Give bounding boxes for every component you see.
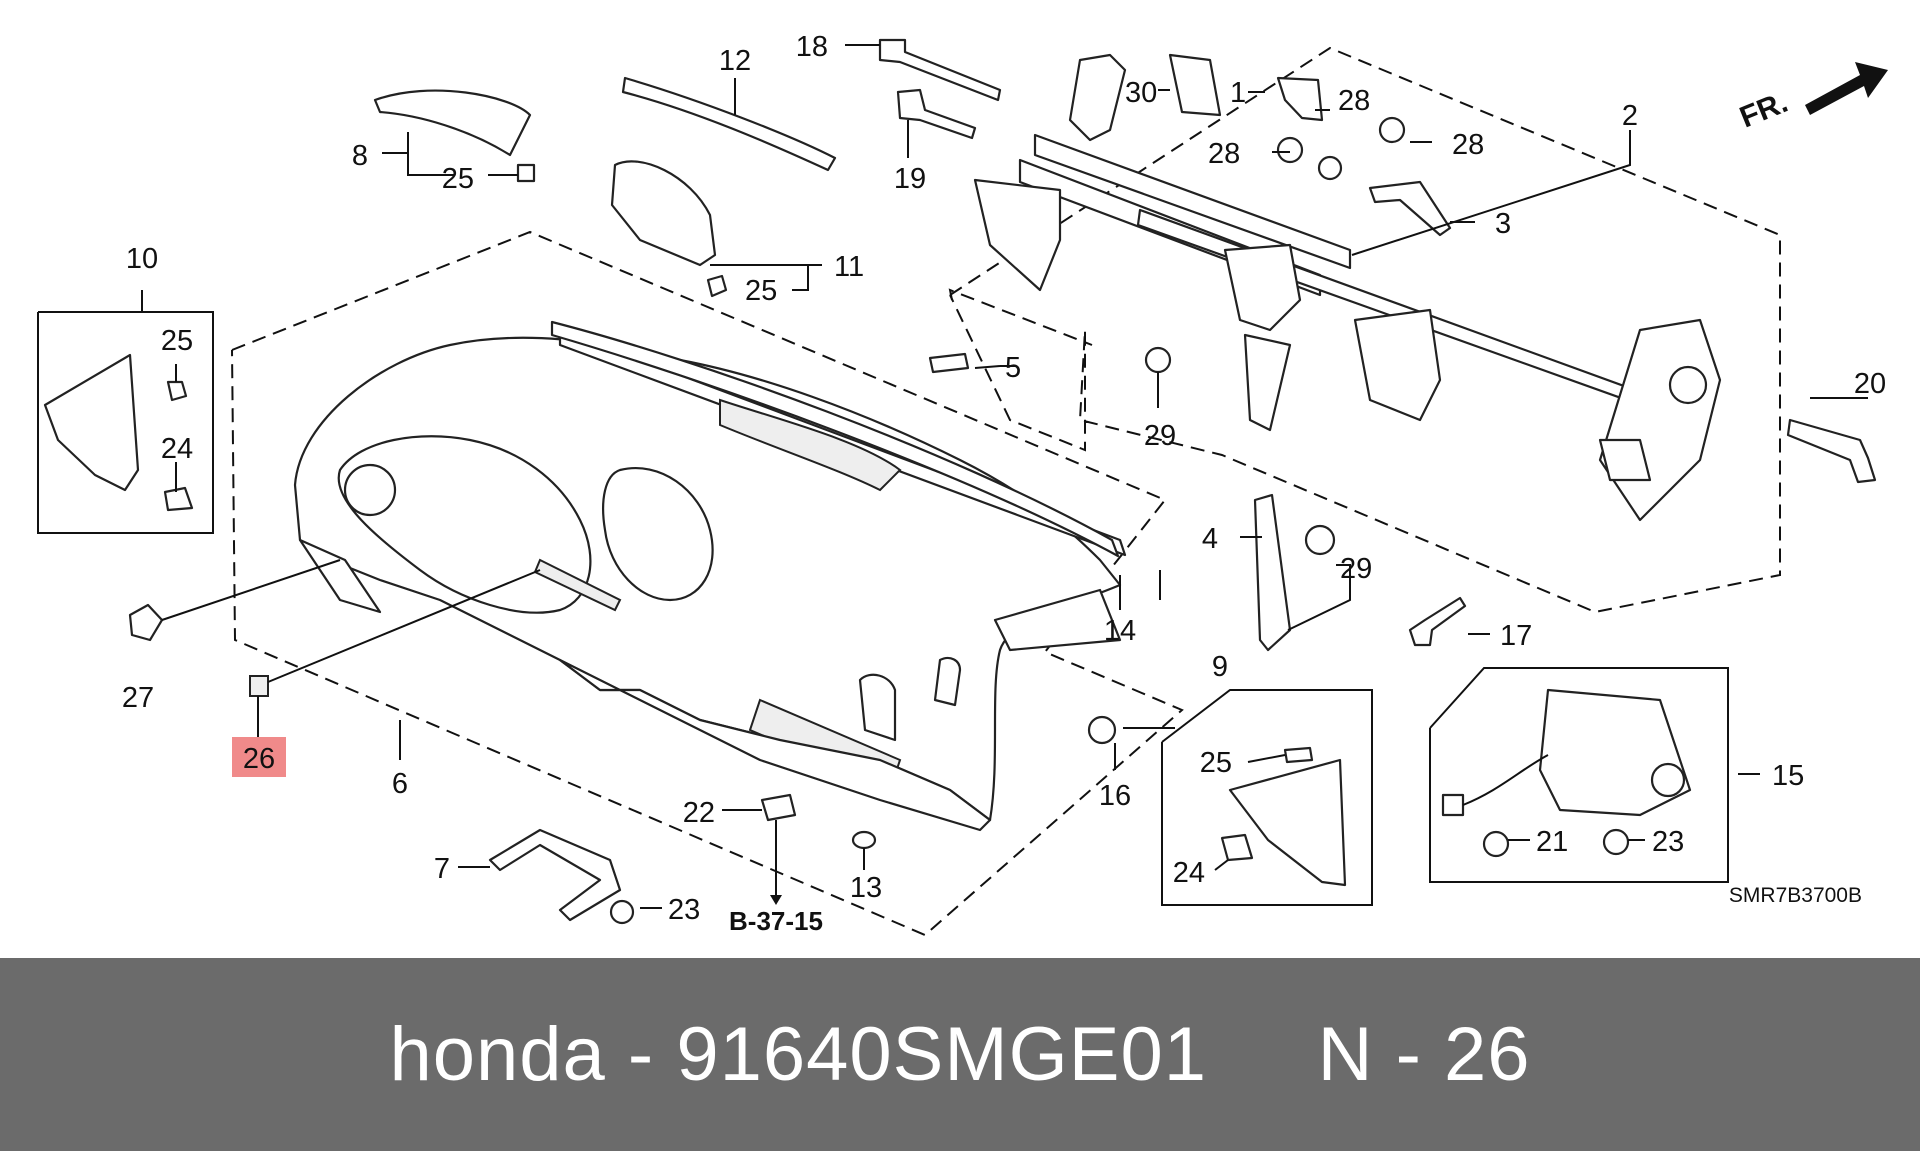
part-28-bolt-a <box>1276 136 1304 164</box>
dashboard-group-outline <box>231 230 1184 937</box>
beam-lower-outline <box>948 288 1093 346</box>
footer-title: honda - 91640SMGE01 N - 26 <box>389 1012 1531 1097</box>
callout-24-a: 24 <box>161 433 193 465</box>
callout-5: 5 <box>1005 352 1021 384</box>
callout-15: 15 <box>1772 760 1804 792</box>
beam-group-outline <box>949 46 1781 614</box>
callout-16: 16 <box>1099 780 1131 812</box>
callout-25-c: 25 <box>161 325 193 357</box>
callout-23-a: 23 <box>668 894 700 926</box>
part-28-bolt-b <box>1317 155 1343 181</box>
callout-14: 14 <box>1104 615 1136 647</box>
highlight-box <box>232 737 286 777</box>
part-15-airbag-connector <box>1650 762 1686 798</box>
callout-22: 22 <box>683 797 715 829</box>
part-1-bracket <box>1276 76 1324 122</box>
callout-13: 13 <box>850 872 882 904</box>
callout-25-d: 25 <box>1200 747 1232 779</box>
parts-diagram: FR. 18 12 8 25 11 25 19 30 1 28 28 28 2 … <box>37 31 1888 937</box>
callout-20: 20 <box>1854 368 1886 400</box>
callout-30: 30 <box>1125 77 1157 109</box>
callout-2: 2 <box>1622 100 1638 132</box>
callout-4: 4 <box>1202 523 1218 555</box>
part-13-nut <box>851 830 877 850</box>
callout-28-b: 28 <box>1208 138 1240 170</box>
callout-9: 9 <box>1212 651 1228 683</box>
callout-1: 1 <box>1230 77 1246 109</box>
callout-29-a: 29 <box>1144 420 1176 452</box>
callout-10: 10 <box>126 243 158 275</box>
part-23-nut-b <box>1602 828 1630 856</box>
part-29-bolt-a <box>1144 346 1172 374</box>
part-28-bolt-c <box>1378 116 1406 144</box>
defroster-strip <box>550 320 1120 558</box>
part-3-bracket <box>1368 180 1452 237</box>
callout-7: 7 <box>434 853 450 885</box>
part-24-clip-b <box>1220 833 1254 862</box>
callout-17: 17 <box>1500 620 1532 652</box>
callout-28-c: 28 <box>1452 129 1484 161</box>
part-30-bracket <box>1168 53 1222 117</box>
diagram-code: SMR7B3700B <box>1729 884 1862 907</box>
callout-11: 11 <box>834 251 864 283</box>
part-22-clip <box>760 793 797 822</box>
dashboard-panel <box>293 328 1127 832</box>
part-15-wire <box>1462 754 1549 806</box>
callout-27: 27 <box>122 682 154 714</box>
callout-12: 12 <box>719 45 751 77</box>
callout-3: 3 <box>1495 208 1511 240</box>
part-25-clip-b <box>706 274 728 298</box>
part-8-cover <box>373 89 532 157</box>
part-5-pin <box>928 352 970 374</box>
part-23-nut-a <box>609 899 635 925</box>
cross-beam-assembly <box>973 53 1722 522</box>
part-29-bolt-b <box>1304 524 1336 556</box>
airbag-15-outline <box>1429 667 1729 883</box>
callout-18: 18 <box>796 31 828 63</box>
part-21-bolt <box>1482 830 1510 858</box>
part-26-clip <box>249 675 269 697</box>
callout-21: 21 <box>1536 826 1568 858</box>
panel-9-outline <box>1161 689 1373 906</box>
panel-10-outline <box>37 311 214 534</box>
part-25-clip-c <box>166 380 188 402</box>
part-24-clip-a <box>163 486 194 512</box>
part-16-bolt <box>1087 715 1117 745</box>
part-15-plug <box>1441 793 1465 817</box>
footer-banner: honda - 91640SMGE01 N - 26 <box>0 958 1920 1151</box>
part-20-bolt <box>1786 418 1877 484</box>
part-17-bolt <box>1408 596 1467 647</box>
callout-28-a: 28 <box>1338 85 1370 117</box>
part-9-side-cover <box>1228 758 1347 887</box>
part-18-bolt <box>878 38 1002 102</box>
reference-arrowhead <box>770 895 782 905</box>
part-12-vent-strip <box>621 76 837 172</box>
callout-19: 19 <box>894 163 926 195</box>
callout-6: 6 <box>392 768 408 800</box>
callout-26: 26 <box>243 743 275 775</box>
direction-label: FR. <box>1735 86 1792 135</box>
callout-29-b: 29 <box>1340 553 1372 585</box>
part-7-bracket <box>488 828 622 922</box>
part-10-side-panel <box>43 353 140 492</box>
callout-25-a: 25 <box>442 163 474 195</box>
part-4-bracket <box>1253 493 1292 652</box>
part-25-clip-d <box>1283 746 1314 764</box>
callout-8: 8 <box>352 140 368 172</box>
leader-lines <box>141 44 1868 909</box>
part-27-clip <box>128 603 164 642</box>
part-25-clip-a <box>516 163 536 183</box>
callout-25-b: 25 <box>745 275 777 307</box>
part-11-trim <box>610 160 717 267</box>
reference-label: B-37-15 <box>729 906 823 936</box>
part-19-bolt <box>896 88 977 140</box>
callout-23-b: 23 <box>1652 826 1684 858</box>
front-direction-arrow: FR. <box>1735 62 1888 134</box>
callout-24-b: 24 <box>1173 857 1205 889</box>
